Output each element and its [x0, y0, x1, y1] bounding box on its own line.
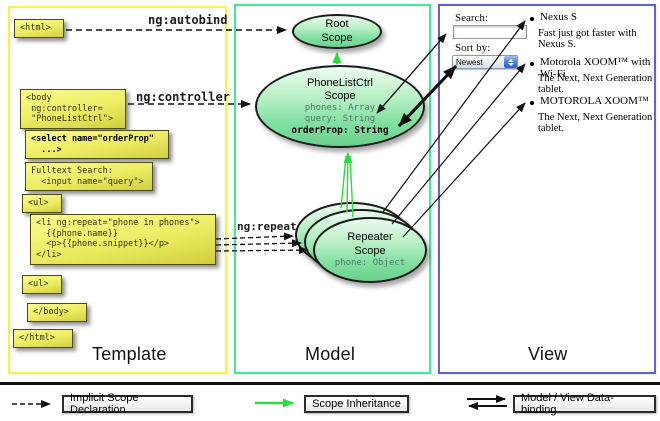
root-scope-ellipse: Root Scope — [292, 14, 382, 49]
code-box-body-close: </body> — [27, 303, 87, 322]
bullet-icon — [530, 17, 534, 21]
code-box-html-close: </html> — [13, 329, 73, 348]
model-column-label: Model — [305, 344, 356, 364]
code-box-html-open: <html> — [14, 19, 64, 38]
model-column-panel — [234, 4, 431, 374]
legend-implicit-scope-declaration: Implicit Scope Declaration — [62, 392, 193, 416]
view-item-title[interactable]: Motorola XOOM™ with Wi-Fi — [540, 56, 651, 80]
legend-scope-inheritance: Scope Inheritance — [304, 395, 409, 413]
search-input[interactable] — [453, 25, 527, 39]
sort-dropdown-value: Newest — [456, 57, 483, 67]
dropdown-stepper-icon — [504, 56, 517, 68]
code-box-ul-open: <ul> — [22, 194, 62, 213]
code-box-body-open: <body ng:controller= "PhoneListCtrl"> — [20, 89, 126, 129]
phonelistctrl-scope-orderprop: orderProp: String — [291, 124, 389, 136]
phonelistctrl-scope-props: phones: Array query: String — [304, 103, 376, 125]
ng-autobind-label: ng:autobind — [148, 13, 228, 27]
legend-model-view-databinding: Model / View Data-binding — [513, 392, 656, 416]
view-column-label: View — [528, 344, 568, 364]
repeater-scope-ellipse-front: Repeater Scope phone: Object — [313, 217, 427, 283]
code-box-ul-close: <ul> — [22, 275, 62, 294]
view-item-title[interactable]: MOTOROLA XOOM™ — [540, 95, 649, 107]
phonelistctrl-scope-ellipse: PhoneListCtrl Scope phones: Array query:… — [255, 65, 425, 148]
code-box-select: <select name="orderProp" ...> — [25, 130, 169, 160]
view-item-desc: Fast just got faster with Nexus S. — [538, 28, 637, 50]
template-column-label: Template — [92, 344, 167, 364]
code-box-fulltext-search: Fulltext Search: <input name="query"> — [25, 162, 153, 192]
bullet-icon — [530, 101, 534, 105]
repeater-scope-title: Repeater Scope — [347, 231, 393, 257]
phonelistctrl-scope-title: PhoneListCtrl Scope — [306, 77, 374, 103]
sort-by-label: Sort by: — [455, 42, 491, 54]
repeater-scope-prop: phone: Object — [334, 257, 406, 268]
view-item-title[interactable]: Nexus S — [540, 11, 577, 23]
root-scope-title: Root Scope — [321, 18, 353, 44]
view-item-desc: The Next, Next Generation tablet. — [538, 73, 653, 95]
bullet-icon — [530, 62, 534, 66]
view-item-desc: The Next, Next Generation tablet. — [538, 112, 653, 134]
ng-repeat-label: ng:repeat — [237, 220, 297, 233]
sort-dropdown[interactable]: Newest — [452, 55, 518, 69]
ng-controller-label: ng:controller — [136, 90, 230, 104]
legend-divider-line — [0, 382, 660, 385]
code-box-li-repeat: <li ng:repeat="phone in phones"> {{phone… — [30, 214, 216, 265]
search-label: Search: — [455, 12, 488, 24]
